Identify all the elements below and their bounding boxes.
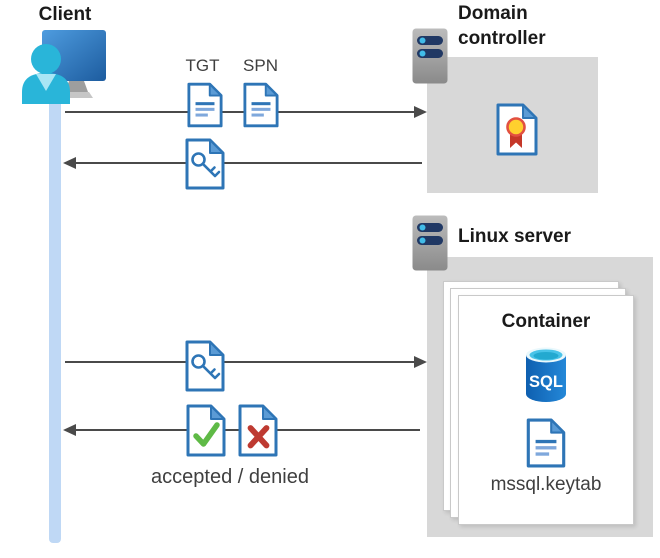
spn-label: SPN	[243, 56, 278, 75]
tgt-label: TGT	[185, 56, 220, 75]
accepted-denied-caption: accepted / denied	[151, 466, 309, 488]
arrow-dc-to-client	[63, 157, 422, 169]
container-card: Container SQL mssql.keytab	[458, 295, 634, 525]
service-ticket-key-document-icon-2	[185, 340, 225, 392]
certificate-document-icon	[496, 103, 538, 156]
accepted-check-document-icon	[186, 404, 226, 457]
service-ticket-key-document-icon	[185, 138, 225, 190]
domain-controller-label: Domain controller	[458, 3, 546, 49]
arrow-client-to-dc	[65, 106, 427, 118]
client-lifeline-lane	[49, 93, 61, 543]
client-user-monitor-icon	[22, 30, 106, 104]
arrow-client-to-linux	[65, 356, 427, 368]
container-label: Container	[501, 311, 591, 332]
linux-server-label: Linux server	[458, 226, 571, 247]
sql-badge-text: SQL	[529, 373, 563, 391]
tgt-document-icon	[187, 82, 223, 128]
sql-database-icon: SQL	[526, 347, 566, 402]
keytab-label: mssql.keytab	[490, 474, 602, 495]
linux-server-icon	[412, 215, 448, 271]
spn-document-icon	[243, 82, 279, 128]
client-label: Client	[38, 4, 92, 25]
domain-controller-server-icon	[412, 28, 448, 84]
keytab-document-icon	[525, 418, 567, 468]
denied-cross-document-icon	[238, 404, 278, 457]
